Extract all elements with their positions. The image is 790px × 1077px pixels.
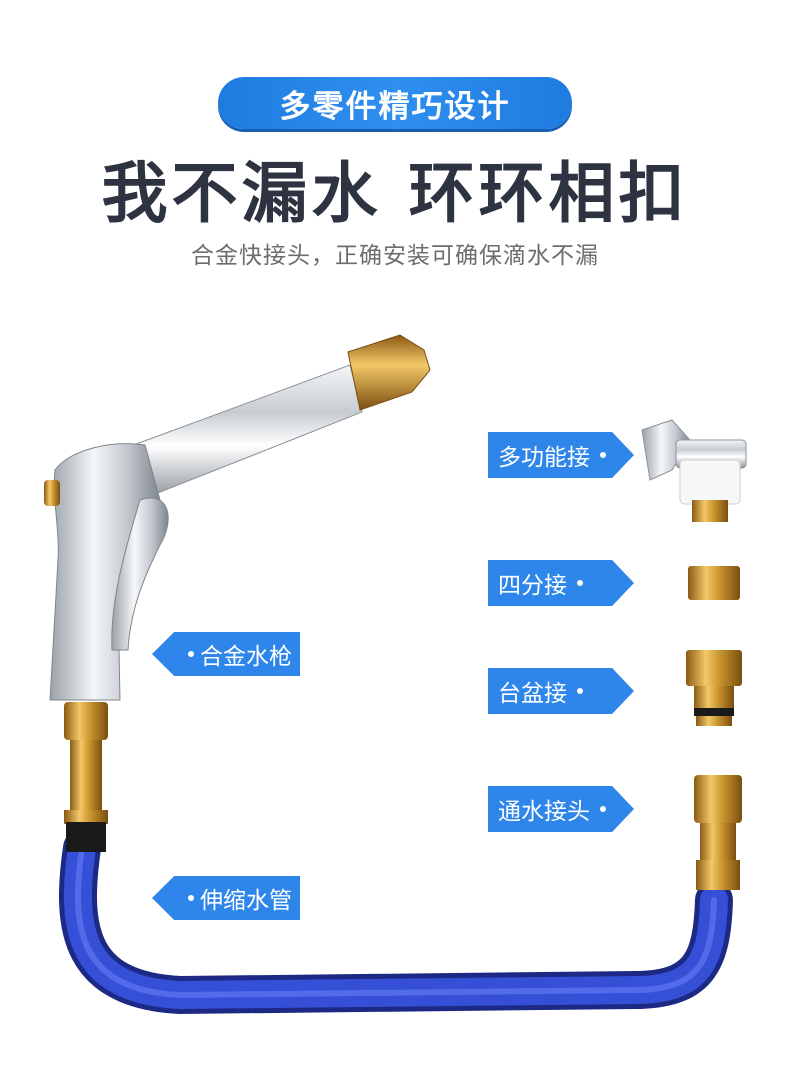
label-quarter-connector: 四分接: [488, 560, 634, 606]
label-text: 通水接头: [498, 799, 590, 825]
label-basin-connector: 台盆接: [488, 668, 634, 714]
hose: [59, 829, 733, 1015]
basin-connector-part: [686, 650, 742, 726]
label-water-connector: 通水接头: [488, 786, 634, 832]
quarter-connector-part: [688, 566, 740, 600]
label-alloy-gun: 合金水枪: [152, 632, 300, 676]
label-text: 伸缩水管: [200, 888, 292, 914]
water-connector-part: [694, 775, 742, 890]
subheadline: 合金快接头，正确安装可确保滴水不漏: [191, 243, 599, 269]
label-multi-connector: 多功能接: [488, 432, 634, 478]
feature-pill: 多零件精巧设计: [218, 77, 572, 129]
headline: 我不漏水 环环相扣: [101, 155, 689, 232]
label-hose: 伸缩水管: [152, 876, 300, 920]
label-text: 四分接: [498, 573, 567, 599]
multi-connector-part: [641, 419, 747, 522]
label-text: 多功能接: [498, 445, 590, 471]
label-text: 合金水枪: [200, 644, 292, 670]
label-text: 台盆接: [498, 681, 567, 707]
spray-gun: [44, 334, 431, 852]
